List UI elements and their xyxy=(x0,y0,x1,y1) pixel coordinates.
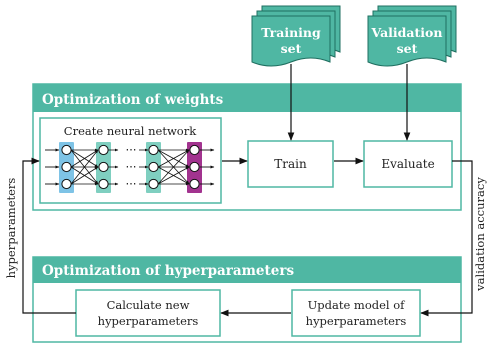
output-node-2 xyxy=(189,161,200,173)
validation-set-stack: Validation set xyxy=(367,5,457,67)
training-set-label-line1: Training xyxy=(261,25,321,40)
output-node-1 xyxy=(189,144,200,156)
output-node-3 xyxy=(189,178,200,190)
create-network-caption: Create neural network xyxy=(64,124,197,138)
network-ellipsis-2: ⋯ xyxy=(126,160,137,173)
right-side-label: validation accuracy xyxy=(473,177,487,292)
input-node-2 xyxy=(61,161,72,173)
train-label: Train xyxy=(274,157,307,171)
update-label-line2: hyperparameters xyxy=(306,314,407,328)
training-set-stack: Training set xyxy=(251,5,341,67)
weights-panel-header xyxy=(33,84,461,112)
left-side-label: hyperparameters xyxy=(4,178,18,279)
hidden1-node-3 xyxy=(98,178,109,190)
validation-set-label-line2: set xyxy=(397,41,418,56)
arrow-evaluate-to-update xyxy=(420,160,473,317)
flow-arrows xyxy=(22,64,473,317)
hidden1-node-2 xyxy=(98,161,109,173)
arrow-calculate-to-network xyxy=(22,157,76,314)
training-set-label-line2: set xyxy=(281,41,302,56)
validation-set-label-line1: Validation xyxy=(371,25,443,40)
hyper-panel-header xyxy=(33,257,461,283)
train-box xyxy=(247,140,334,188)
update-box xyxy=(291,289,421,337)
network-ellipsis-1: ⋯ xyxy=(126,143,137,156)
input-node-1 xyxy=(61,144,72,156)
network-nodes xyxy=(61,144,200,190)
hyperparameters-panel: Optimization of hyperparameters Calculat… xyxy=(32,256,462,343)
evaluate-label: Evaluate xyxy=(381,157,434,171)
validation-set-sheet-front xyxy=(367,15,447,67)
weights-panel: Optimization of weights Create neural ne… xyxy=(32,83,462,211)
evaluate-box xyxy=(363,140,453,188)
update-label-line1: Update model of xyxy=(308,298,406,312)
hyper-panel-title: Optimization of hyperparameters xyxy=(42,263,294,279)
hidden-n-node-2 xyxy=(148,161,159,173)
neural-network-diagram: ⋯ ⋯ ⋯ xyxy=(45,142,215,193)
calculate-label-line1: Calculate new xyxy=(107,298,190,312)
network-ellipsis-3: ⋯ xyxy=(126,177,137,190)
input-node-3 xyxy=(61,178,72,190)
calculate-label-line2: hyperparameters xyxy=(98,314,199,328)
hidden1-node-1 xyxy=(98,144,109,156)
training-set-sheet-front xyxy=(251,15,331,67)
hidden-n-node-1 xyxy=(148,144,159,156)
calculate-box xyxy=(75,289,221,337)
connections-input-to-hidden1 xyxy=(70,148,99,186)
hidden-n-node-3 xyxy=(148,178,159,190)
weights-panel-title: Optimization of weights xyxy=(42,92,224,108)
connections-hidden-n-to-output xyxy=(157,148,190,186)
